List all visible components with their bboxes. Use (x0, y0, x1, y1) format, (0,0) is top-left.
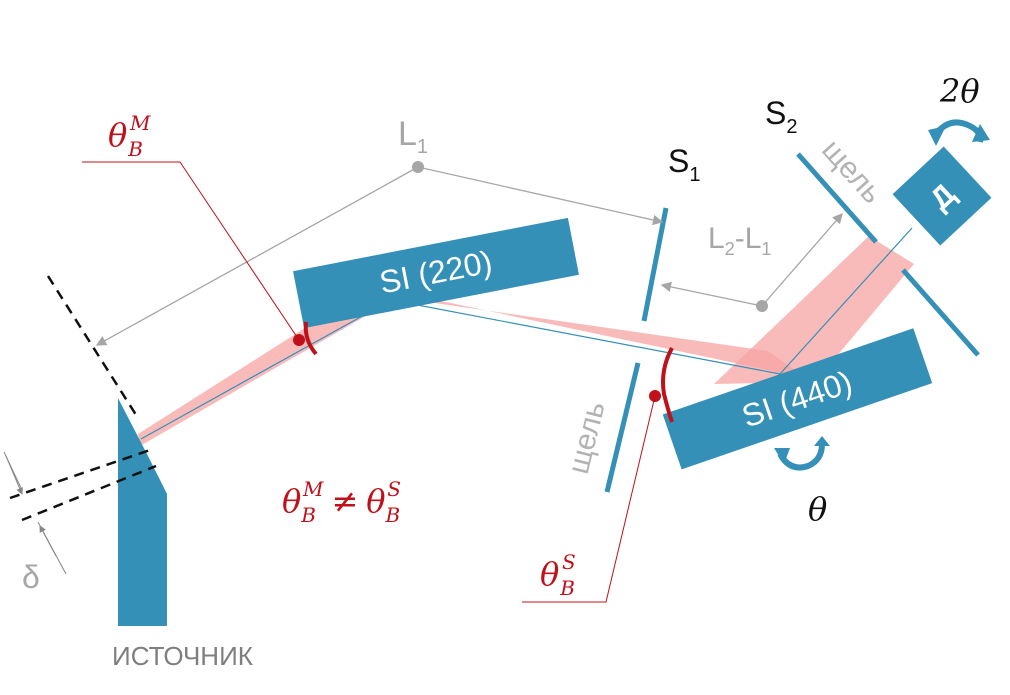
theta-sample-symbol: θ (540, 555, 559, 593)
ineq-sub-s: B (385, 503, 401, 527)
ineq-neq: ≠ (331, 482, 358, 520)
slit-s1: щель (562, 207, 669, 493)
rotation-arrow-theta: θ (774, 436, 830, 528)
source-label: ИСТОЧНИК (112, 641, 253, 671)
delta-label: δ (22, 559, 40, 595)
s2-subscript: 2 (786, 116, 797, 138)
slit-s1-label: щель (562, 398, 612, 477)
l2-label: L (708, 222, 725, 255)
svg-text:S2: S2 (765, 95, 797, 138)
ineq-theta-m: θ (282, 482, 301, 520)
theta-mono-sub: B (127, 137, 143, 161)
bragg-angle-sample: θBS (522, 347, 674, 603)
svg-text:S1: S1 (668, 143, 700, 186)
theta-mono-sup: M (129, 111, 151, 135)
svg-text:θBM: θBM (108, 111, 151, 161)
s2-label: S (765, 95, 786, 131)
detector: Д (892, 146, 992, 246)
theta-mono-symbol: θ (108, 116, 127, 154)
theta-label: θ (808, 490, 827, 528)
bragg-angle-mono: θBM (82, 111, 318, 356)
source-focus-lines: δ (3, 275, 157, 595)
two-theta-label: 2θ (939, 72, 980, 110)
bragg-inequality: θBM≠θBS (282, 477, 401, 527)
beam-crystal2-to-detector (714, 236, 914, 384)
distance-l1: L1 (95, 115, 664, 346)
xray-beams (138, 227, 914, 446)
l1-label: L (398, 115, 417, 153)
l2-subscript: 2 (725, 239, 735, 259)
l1-subscript-2: 1 (761, 239, 771, 259)
l2-minus-l: -L (735, 222, 762, 255)
svg-text:L2-L1: L2-L1 (708, 222, 771, 259)
distance-l2-l1: L2-L1 (660, 213, 843, 312)
slit-s2-label: щель (815, 133, 888, 209)
beam-axis-2 (390, 299, 781, 375)
ineq-sup-m: M (302, 477, 324, 501)
ineq-sub-m: B (300, 503, 316, 527)
rotation-arrow-2theta: 2θ (928, 72, 990, 146)
ineq-theta-s: θ (366, 482, 385, 520)
theta-sample-sub: B (559, 576, 575, 600)
beam-axis-3 (779, 227, 913, 375)
l1-subscript: 1 (417, 136, 428, 158)
source: ИСТОЧНИК (112, 398, 253, 671)
svg-text:L1: L1 (398, 115, 428, 158)
s1-subscript: 1 (689, 164, 700, 186)
ineq-sup-s: S (387, 477, 401, 501)
crystal-si-220: SI (220) (293, 217, 579, 329)
beam-axis-1 (140, 299, 392, 440)
svg-text:θBS: θBS (540, 550, 576, 600)
theta-sample-sup: S (562, 550, 576, 574)
s1-label: S (668, 143, 689, 179)
